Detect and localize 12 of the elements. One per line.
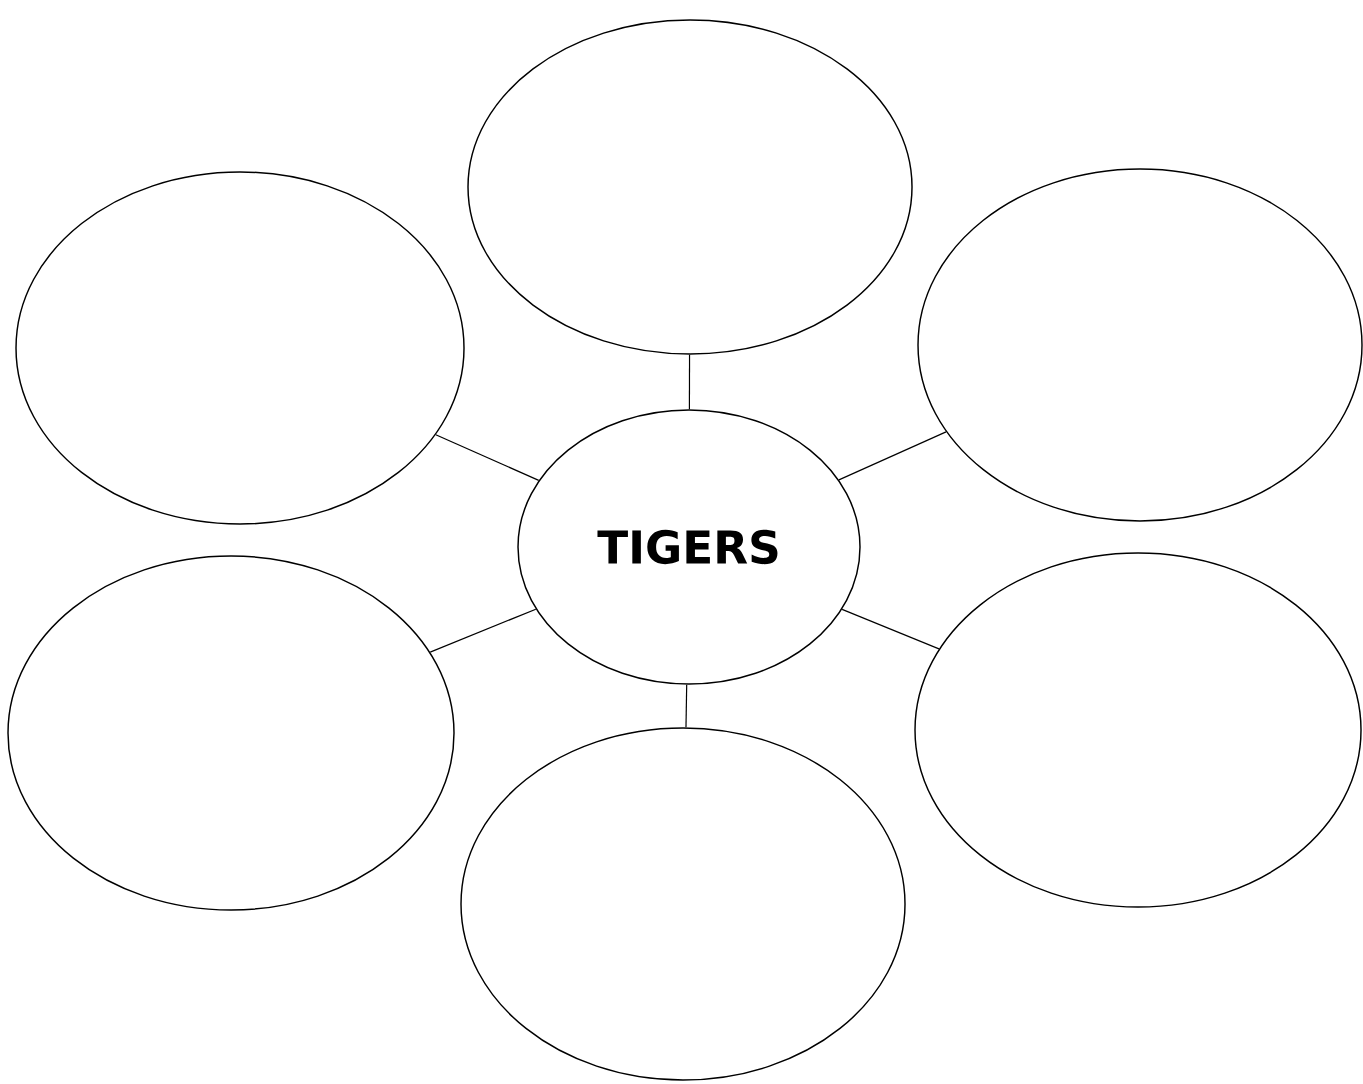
connector-line [838,431,947,481]
empty-ellipse [15,171,465,525]
empty-ellipse [7,555,455,911]
empty-ellipse [467,19,913,355]
empty-ellipse [917,168,1363,522]
connector-line [841,608,940,650]
empty-ellipse [460,727,906,1081]
connector-line [435,434,540,481]
connector-line [685,684,688,728]
empty-ellipse [914,552,1362,908]
connector-line [429,608,537,653]
connector-line [688,354,691,410]
